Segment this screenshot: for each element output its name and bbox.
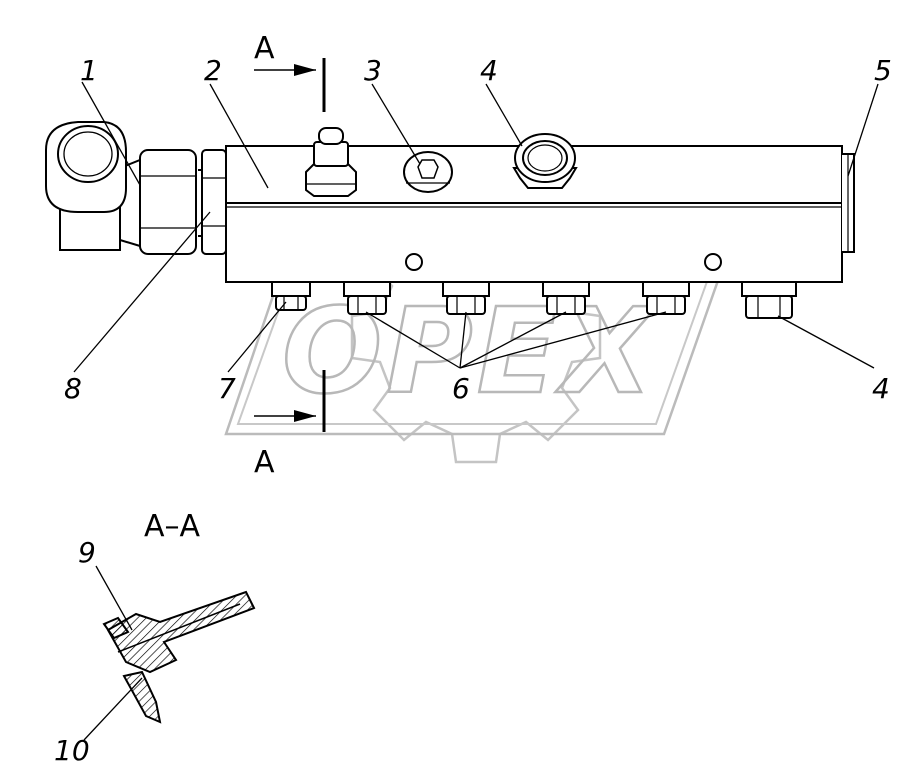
callout-6: 6 (452, 372, 470, 405)
callout-4-top: 4 (480, 54, 498, 87)
labels: A A A–A 1 2 3 4 5 6 7 8 4 9 10 (54, 31, 892, 767)
bottom-fitting-6d (642, 281, 690, 315)
callout-1: 1 (80, 54, 98, 87)
callout-9: 9 (78, 536, 96, 569)
section-line-a (254, 58, 326, 432)
grease-nipple (305, 127, 357, 197)
hex-plug (403, 151, 453, 193)
top-fitting (512, 133, 578, 189)
bottom-fitting-7 (271, 281, 311, 311)
union-nut (198, 149, 227, 255)
bottom-fitting-4 (741, 281, 797, 319)
callout-8: 8 (64, 372, 82, 405)
section-view-title: A–A (144, 509, 201, 544)
callout-4-bottom: 4 (872, 372, 890, 405)
section-mark-bottom: A (254, 445, 275, 480)
bottom-fitting-6c (542, 281, 590, 315)
section-mark-top: A (254, 31, 275, 66)
callout-10: 10 (54, 734, 90, 767)
callout-7: 7 (218, 372, 236, 405)
fitting-section (106, 590, 256, 674)
body-section (122, 670, 162, 724)
section-view-aa (102, 590, 256, 724)
callout-3: 3 (364, 54, 382, 87)
leader-lines (73, 81, 879, 741)
bottom-fitting-6b (442, 281, 490, 315)
callout-5: 5 (874, 54, 892, 87)
bottom-fitting-6a (343, 281, 391, 315)
washer-section (102, 616, 130, 640)
callout-2: 2 (204, 54, 222, 87)
elbow-fitting (45, 121, 197, 255)
bottom-fittings (271, 281, 797, 319)
